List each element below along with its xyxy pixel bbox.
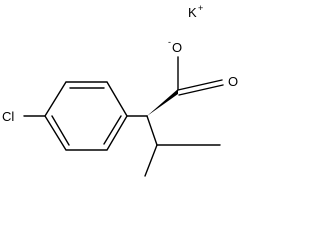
chlorine-label: Cl: [2, 109, 14, 124]
bond-c-o-double-a: [177, 79, 223, 91]
oxygen-minus-label: O: [172, 40, 182, 55]
ring-double-bond-left: [51, 115, 70, 146]
bond-c-o-double-b: [178, 84, 224, 96]
carboxylate-group: O - O: [168, 37, 238, 96]
benzene-ring: [44, 81, 128, 151]
oxygen-negative-charge: -: [168, 37, 171, 47]
bond-chiral-to-isopropyl: [146, 115, 158, 146]
potassium-charge: +: [198, 3, 203, 13]
potassium-label: K: [188, 5, 197, 20]
wedge-bond-stereo: [147, 89, 178, 116]
counterion: K +: [188, 3, 203, 20]
backbone: [126, 89, 221, 177]
chloro-substituent: Cl: [2, 109, 46, 124]
bond-methyl-down: [144, 144, 158, 177]
ring-double-bond-right: [103, 115, 122, 145]
ring-outline: [44, 81, 128, 151]
chemical-structure: K + O - O Cl: [2, 3, 238, 177]
oxygen-double-label: O: [228, 74, 238, 89]
